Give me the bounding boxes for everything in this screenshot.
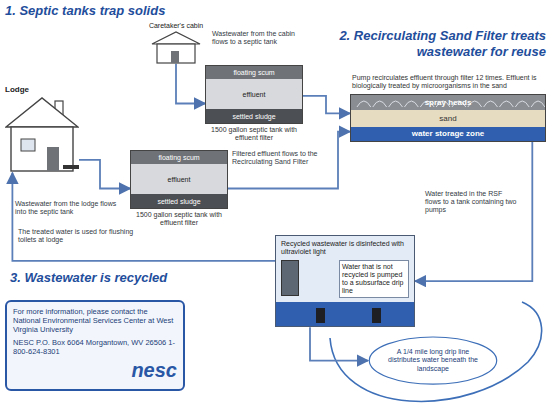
cabin-drawing [146, 30, 206, 64]
filter-layer: sand [351, 110, 545, 127]
layer-label: sand [439, 114, 456, 123]
flow-connector [415, 142, 532, 281]
section-heading: 3. Wastewater is recycled [10, 270, 250, 286]
uv-unit [281, 260, 299, 296]
tank-layer: floating scum [131, 151, 227, 164]
house-wrap [5, 95, 79, 173]
filter-note: Pump recirculates effluent through filte… [350, 74, 546, 94]
flow-note: Water treated in the RSF flows to a tank… [425, 190, 520, 214]
tank-caption: 1500 gallon septic tank with effluent fi… [205, 124, 303, 142]
house-label: Lodge [5, 86, 79, 95]
tank-node: floating scum effluent settled sludge 1500 … [205, 65, 303, 142]
flow-connector [310, 327, 368, 360]
tank-caption: 1500 gallon septic tank with effluent fi… [130, 209, 228, 227]
layer-label: water storage zone [412, 129, 484, 138]
septic-tank: floating scum effluent settled sludge [130, 150, 228, 209]
layer-label: floating scum [158, 154, 199, 161]
tank-layer: settled sludge [206, 109, 302, 123]
lodge-drawing [5, 95, 79, 173]
house-node: Lodge [5, 86, 79, 173]
septic-tank: floating scum effluent settled sludge [205, 65, 303, 124]
drip-note: A 1/4 mile long drip line distributes wa… [384, 348, 482, 373]
house-wrap [146, 30, 206, 64]
house-label: Caretaker's cabin [146, 22, 206, 30]
tank-layer: effluent [131, 164, 227, 194]
tank-layer: settled sludge [131, 194, 227, 208]
pump-tank-note: Water that is not recycled is pumped to … [339, 260, 409, 298]
filter-node: Pump recirculates effluent through filte… [350, 74, 546, 142]
sand-filter: spray heads sand water storage zone [350, 94, 546, 142]
tank-node: floating scum effluent settled sludge 1500 … [130, 150, 228, 227]
pump-symbol [316, 308, 325, 323]
filter-layer: water storage zone [351, 127, 545, 141]
logo-text: nesc [13, 360, 177, 380]
tank-layer: floating scum [206, 66, 302, 79]
flow-connector [303, 96, 350, 114]
section-heading: 2. Recirculating Sand Filter treats wast… [320, 28, 546, 61]
info-node: For more information, please contact the… [5, 300, 185, 391]
pump-row: Water that is not recycled is pumped to … [281, 260, 409, 298]
pump-symbol [372, 308, 381, 323]
flow-note: Wastewater from the cabin flows to a sep… [212, 30, 307, 46]
layer-label: effluent [243, 91, 266, 98]
flow-note: Filtered effluent flows to the Recircula… [232, 150, 324, 166]
layer-label: settled sludge [157, 198, 200, 205]
contact-text: For more information, please contact the… [13, 307, 177, 334]
tank-water [276, 302, 414, 326]
section-heading: 1. Septic tanks trap solids [5, 3, 305, 19]
contact-text: NESC P.O. Box 6064 Morgantown, WV 26506 … [13, 338, 177, 356]
pump-tank-note: Recycled wastewater is disinfected with … [281, 240, 409, 256]
tank-layer: effluent [206, 79, 302, 109]
drip-node: A 1/4 mile long drip line distributes wa… [368, 336, 498, 385]
layer-label: floating scum [233, 69, 274, 76]
flow-note: Wastewater from the lodge flows into the… [15, 200, 125, 216]
flow-connector [176, 64, 205, 104]
layer-label: settled sludge [232, 113, 275, 120]
layer-label: spray heads [425, 98, 472, 107]
flow-connector [79, 160, 130, 189]
flow-note: The treated water is used for flushing t… [18, 228, 148, 244]
pump-node: Recycled wastewater is disinfected with … [275, 235, 415, 327]
house-node: Caretaker's cabin [146, 22, 206, 64]
filter-layer: spray heads [351, 95, 545, 110]
layer-label: effluent [168, 176, 191, 183]
